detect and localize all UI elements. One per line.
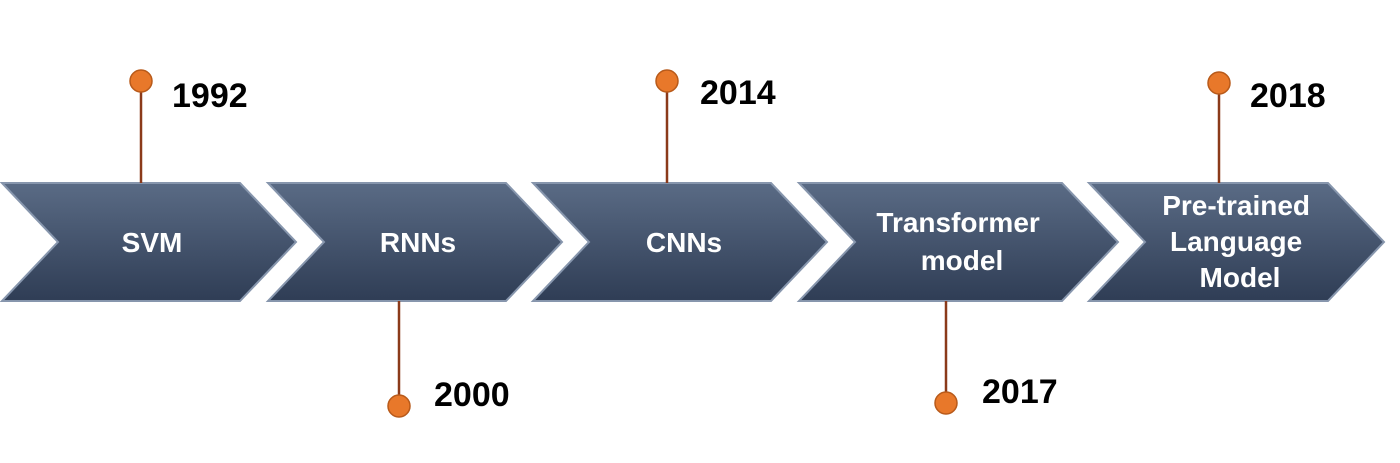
chevron-label-line: SVM — [122, 227, 183, 258]
chevron-label-cnns: CNNs — [646, 227, 722, 258]
chevron-label-line: Pre-trained — [1162, 190, 1310, 221]
milestone-svm: 1992 SVM — [0, 69, 298, 302]
year-2018: 2018 — [1250, 77, 1326, 115]
chevron-transformer — [796, 182, 1120, 302]
chevron-label-line: model — [921, 245, 1003, 276]
chevron-label-pretrained-lm: Pre-trained Language Model — [1162, 190, 1318, 293]
chevron-pretrained-lm — [1086, 182, 1386, 302]
chevron-label-line: Language — [1170, 226, 1302, 257]
milestone-pretrained-lm: 2018 Pre-trained Language Model — [1086, 71, 1386, 302]
milestone-rnns: 2000 RNNs — [265, 182, 564, 418]
chevron-label-line: CNNs — [646, 227, 722, 258]
dot-1992 — [129, 69, 153, 93]
chevron-label-transformer: Transformer model — [876, 207, 1047, 276]
year-2000: 2000 — [434, 376, 510, 414]
milestone-cnns: 2014 CNNs — [530, 69, 829, 302]
chevron-svm — [0, 182, 298, 302]
year-2014: 2014 — [700, 74, 776, 112]
dot-2000 — [387, 394, 411, 418]
dot-2017 — [934, 391, 958, 415]
milestone-transformer: 2017 Transformer model — [796, 182, 1120, 415]
chevron-label-line: Transformer — [876, 207, 1039, 238]
chevron-label-svm: SVM — [122, 227, 183, 258]
chevron-label-rnns: RNNs — [380, 227, 456, 258]
chevron-rnns — [265, 182, 564, 302]
year-1992: 1992 — [172, 77, 248, 115]
year-2017: 2017 — [982, 373, 1058, 411]
dot-2014 — [655, 69, 679, 93]
chevron-label-line: RNNs — [380, 227, 456, 258]
chevron-cnns — [530, 182, 829, 302]
chevron-label-line: Model — [1200, 262, 1281, 293]
dot-2018 — [1207, 71, 1231, 95]
